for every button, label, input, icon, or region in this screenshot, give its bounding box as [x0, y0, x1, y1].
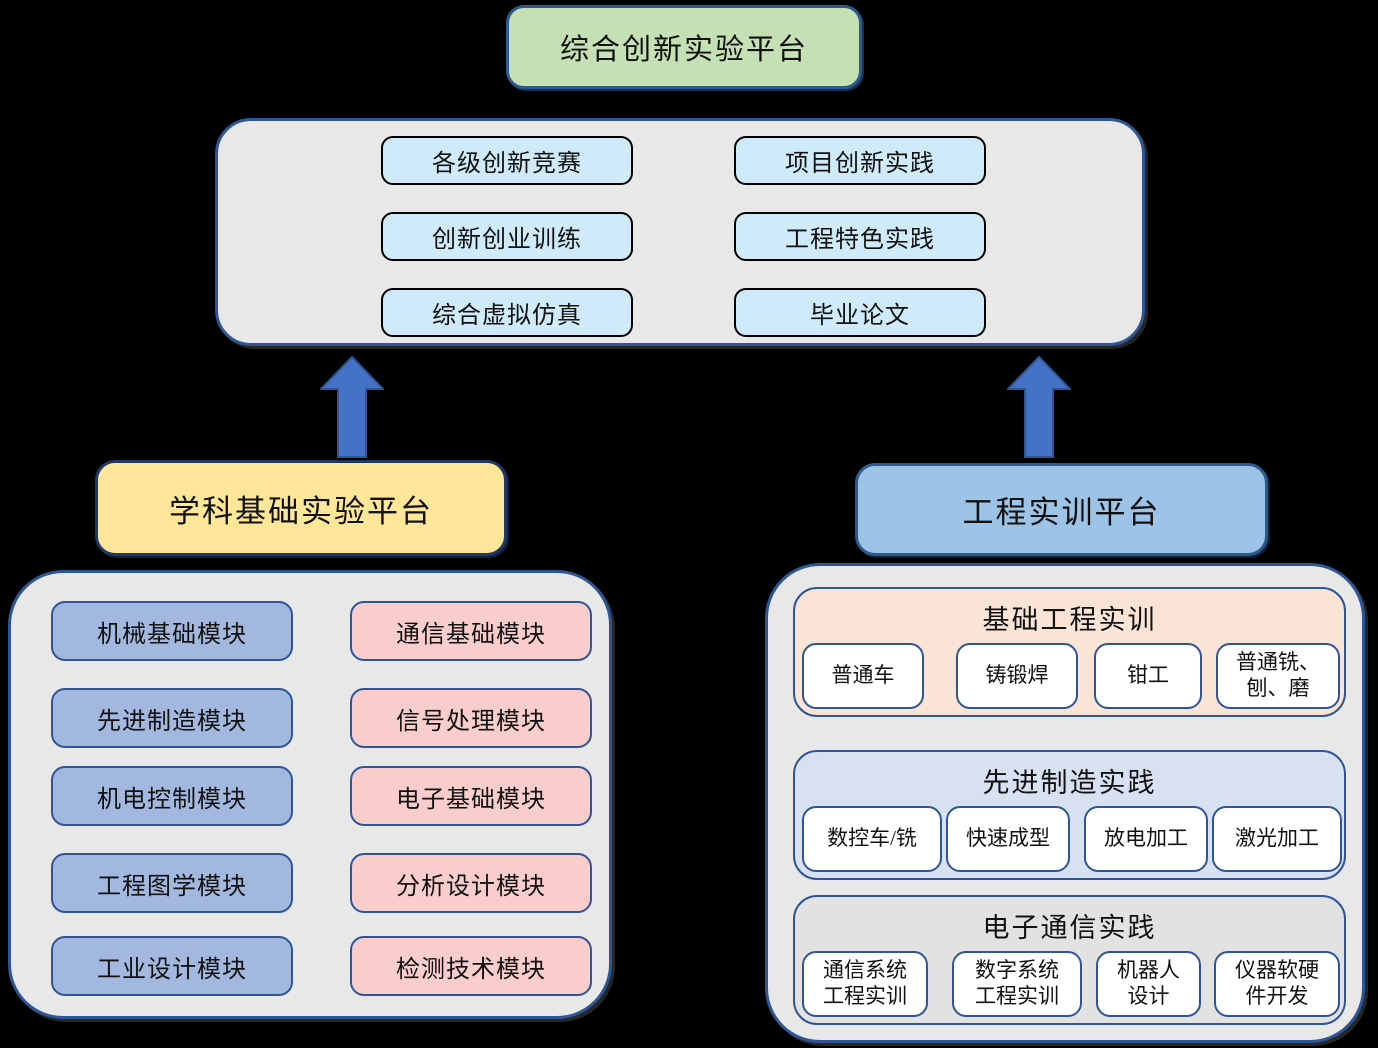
- training-item: 通信系统 工程实训: [802, 951, 928, 1017]
- training-item-label: 数控车/铣: [827, 826, 917, 851]
- training-item-label: 普通车: [831, 663, 895, 688]
- module-box: 先进制造模块: [51, 688, 293, 748]
- innovation-item: 工程特色实践: [734, 212, 986, 261]
- training-item: 激光加工: [1212, 806, 1342, 872]
- training-item: 普通铣、 刨、磨: [1216, 643, 1340, 709]
- innovation-item: 毕业论文: [734, 288, 986, 337]
- module-box: 信号处理模块: [350, 688, 592, 748]
- innovation-item-label: 项目创新实践: [785, 151, 935, 177]
- right-platform-banner: 工程实训平台: [855, 463, 1268, 556]
- training-item-label: 铸锻焊: [985, 663, 1049, 688]
- innovation-item-label: 综合虚拟仿真: [432, 303, 582, 329]
- section-title: 基础工程实训: [982, 605, 1157, 635]
- module-box: 电子基础模块: [350, 766, 592, 826]
- module-box: 分析设计模块: [350, 853, 592, 913]
- module-box: 工程图学模块: [51, 853, 293, 913]
- module-label: 工程图学模块: [97, 873, 247, 900]
- section-advanced-manufacturing: 先进制造实践 数控车/铣 快速成型 放电加工 激光加工: [793, 750, 1346, 880]
- section-electronic-communication: 电子通信实践 通信系统 工程实训 数字系统 工程实训 机器人 设计 仪器软硬 件…: [793, 895, 1346, 1025]
- training-item-label: 机器人 设计: [1117, 958, 1180, 1008]
- innovation-item: 项目创新实践: [734, 136, 986, 185]
- training-item: 机器人 设计: [1096, 951, 1201, 1017]
- module-label: 工业设计模块: [97, 956, 247, 983]
- left-platform-title: 学科基础实验平台: [169, 493, 433, 529]
- innovation-item-label: 工程特色实践: [785, 227, 935, 253]
- top-platform-banner: 综合创新实验平台: [506, 5, 862, 89]
- section-title: 电子通信实践: [982, 913, 1157, 943]
- training-item: 放电加工: [1084, 806, 1208, 872]
- module-box: 检测技术模块: [350, 936, 592, 996]
- innovation-item: 综合虚拟仿真: [381, 288, 633, 337]
- up-arrow-right-icon: [1007, 356, 1071, 458]
- training-item: 钳工: [1094, 643, 1202, 709]
- training-item-label: 钳工: [1127, 663, 1169, 688]
- section-title: 先进制造实践: [982, 768, 1157, 798]
- training-item: 普通车: [802, 643, 924, 709]
- module-box: 通信基础模块: [350, 601, 592, 661]
- training-item: 数控车/铣: [802, 806, 942, 872]
- module-label: 分析设计模块: [396, 873, 546, 900]
- module-label: 电子基础模块: [396, 786, 546, 813]
- module-label: 机电控制模块: [97, 786, 247, 813]
- right-platform-title: 工程实训平台: [962, 495, 1161, 530]
- training-item: 数字系统 工程实训: [952, 951, 1082, 1017]
- training-item-label: 放电加工: [1104, 826, 1188, 851]
- module-label: 通信基础模块: [396, 621, 546, 648]
- training-item: 铸锻焊: [956, 643, 1078, 709]
- innovation-item-label: 毕业论文: [810, 303, 910, 329]
- module-label: 信号处理模块: [396, 708, 546, 735]
- innovation-item: 创新创业训练: [381, 212, 633, 261]
- module-box: 工业设计模块: [51, 936, 293, 996]
- module-box: 机械基础模块: [51, 601, 293, 661]
- training-item-label: 通信系统 工程实训: [823, 958, 907, 1008]
- up-arrow-left-icon: [320, 356, 384, 458]
- training-item-label: 激光加工: [1235, 826, 1319, 851]
- training-item-label: 快速成型: [966, 826, 1050, 851]
- training-item-label: 数字系统 工程实训: [975, 958, 1059, 1008]
- innovation-item-label: 各级创新竞赛: [432, 151, 582, 177]
- training-item: 快速成型: [946, 806, 1070, 872]
- module-label: 机械基础模块: [97, 621, 247, 648]
- basic-experiment-container: 机械基础模块 先进制造模块 机电控制模块 工程图学模块 工业设计模块 通信基础模…: [8, 570, 612, 1019]
- engineering-training-container: 基础工程实训 普通车 铸锻焊 钳工 普通铣、 刨、磨 先进制造实践 数控车/铣 …: [765, 563, 1365, 1043]
- section-basic-training: 基础工程实训 普通车 铸锻焊 钳工 普通铣、 刨、磨: [793, 587, 1346, 717]
- module-label: 检测技术模块: [396, 956, 546, 983]
- module-label: 先进制造模块: [97, 708, 247, 735]
- left-platform-banner: 学科基础实验平台: [95, 460, 507, 556]
- module-box: 机电控制模块: [51, 766, 293, 826]
- training-item-label: 仪器软硬 件开发: [1235, 958, 1319, 1008]
- training-item: 仪器软硬 件开发: [1214, 951, 1340, 1017]
- innovation-item: 各级创新竞赛: [381, 136, 633, 185]
- innovation-item-label: 创新创业训练: [432, 227, 582, 253]
- training-item-label: 普通铣、 刨、磨: [1236, 650, 1320, 700]
- top-platform-title: 综合创新实验平台: [559, 34, 808, 66]
- innovation-container: 各级创新竞赛 创新创业训练 综合虚拟仿真 项目创新实践 工程特色实践 毕业论文: [215, 118, 1145, 346]
